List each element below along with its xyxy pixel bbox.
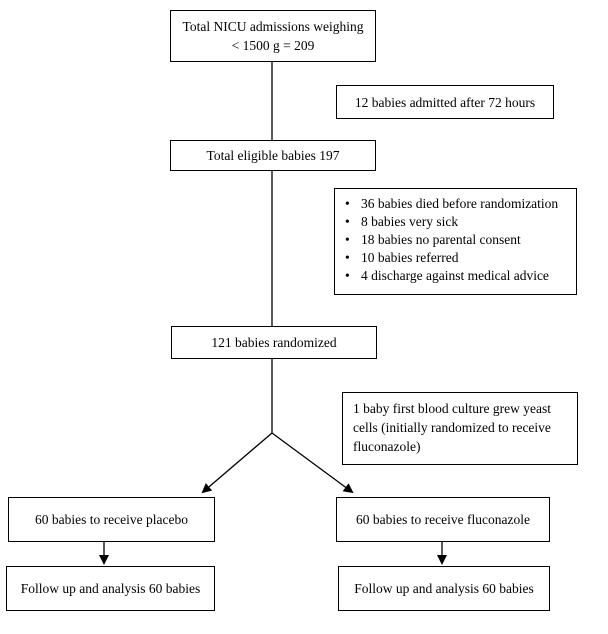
admissions-line-1: Total NICU admissions weighing [182, 19, 364, 34]
fluconazole-box: 60 babies to receive fluconazole [336, 497, 550, 542]
fluconazole-text: 60 babies to receive fluconazole [356, 512, 530, 527]
yeast-line-3: fluconazole) [353, 439, 421, 454]
late-admission-text: 12 babies admitted after 72 hours [354, 95, 536, 110]
arrow-to-fluconazole [271, 432, 354, 494]
admissions-line-2: < 1500 g = 209 [231, 38, 315, 53]
eligible-text: Total eligible babies 197 [206, 148, 340, 163]
followup-right-box: Follow up and analysis 60 babies [338, 566, 550, 611]
randomized-text: 121 babies randomized [211, 335, 337, 350]
arrow-to-placebo [201, 432, 273, 494]
randomized-box: 121 babies randomized [171, 326, 377, 359]
exclusions-box: 36 babies died before randomization 8 ba… [334, 188, 577, 295]
exclusion-item: 4 discharge against medical advice [343, 267, 576, 285]
admissions-box: Total NICU admissions weighing < 1500 g … [170, 10, 376, 62]
exclusion-item: 8 babies very sick [343, 213, 576, 231]
late-admission-box: 12 babies admitted after 72 hours [336, 85, 554, 119]
exclusion-item: 36 babies died before randomization [343, 195, 576, 213]
eligible-box: Total eligible babies 197 [170, 140, 376, 171]
exclusions-list: 36 babies died before randomization 8 ba… [343, 195, 576, 285]
followup-left-box: Follow up and analysis 60 babies [6, 566, 215, 611]
yeast-box: 1 baby first blood culture grew yeast ce… [342, 392, 578, 465]
exclusion-item: 18 babies no parental consent [343, 231, 576, 249]
exclusion-item: 10 babies referred [343, 249, 576, 267]
followup-left-text: Follow up and analysis 60 babies [20, 581, 201, 596]
placebo-text: 60 babies to receive placebo [35, 512, 188, 527]
yeast-line-2: cells (initially randomized to receive [353, 420, 551, 435]
yeast-line-1: 1 baby first blood culture grew yeast [353, 401, 551, 416]
followup-right-text: Follow up and analysis 60 babies [354, 581, 534, 596]
placebo-box: 60 babies to receive placebo [8, 497, 215, 542]
